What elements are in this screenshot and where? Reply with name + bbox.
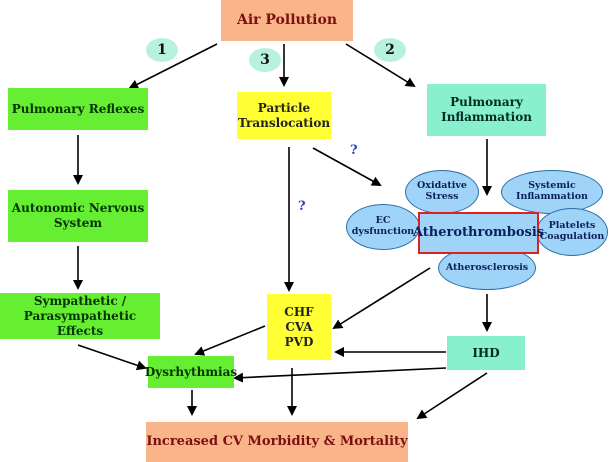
arrow-ihd-to-dysrhythmias: [233, 367, 447, 383]
pathway-badge-3: 3: [249, 48, 281, 72]
uncertain-link-marker-upper: ?: [350, 143, 358, 158]
node-pulmonary-inflammation: Pulmonary Inflammation: [427, 84, 546, 136]
arrow-ihd-to-outcome: [416, 372, 488, 420]
node-increased-cv-morbidity-mortality: Increased CV Morbidity & Mortality: [146, 422, 408, 462]
ellipse-ec-dysfunction: EC dysfunction: [346, 204, 420, 250]
node-chf-cva-pvd: CHF CVA PVD: [267, 294, 331, 360]
pathway-badge-1: 1: [146, 38, 178, 62]
node-particle-translocation: Particle Translocation: [237, 92, 331, 139]
arrow-air-to-reflexes: [128, 43, 218, 89]
arrow-air-to-inflammation: [345, 43, 416, 88]
node-atherothrombosis: Atherothrombosis: [413, 212, 544, 254]
arrow-translocation-to-atherothrombosis: [312, 147, 382, 186]
arrow-chf-to-dysrhythmias: [194, 325, 266, 356]
node-air-pollution: Air Pollution: [221, 0, 353, 41]
ellipse-oxidative-stress: Oxidative Stress: [405, 170, 479, 214]
node-ihd: IHD: [447, 336, 525, 370]
uncertain-link-marker-lower: ?: [298, 199, 306, 214]
ellipse-platelets-coagulation: Platelets Coagulation: [536, 208, 608, 256]
pathway-badge-2: 2: [374, 38, 406, 62]
node-sympathetic-parasympathetic-effects: Sympathetic / Parasympathetic Effects: [0, 293, 160, 339]
node-autonomic-nervous-system: Autonomic Nervous System: [8, 190, 148, 242]
node-pulmonary-reflexes: Pulmonary Reflexes: [8, 88, 148, 130]
ellipse-systemic-inflammation: Systemic Inflammation: [501, 170, 603, 214]
arrow-sympathetic-to-dysrhythmias: [77, 344, 147, 371]
arrow-atherothrombosis-to-chf: [332, 267, 431, 330]
node-dysrhythmias: Dysrhythmias: [145, 356, 237, 388]
